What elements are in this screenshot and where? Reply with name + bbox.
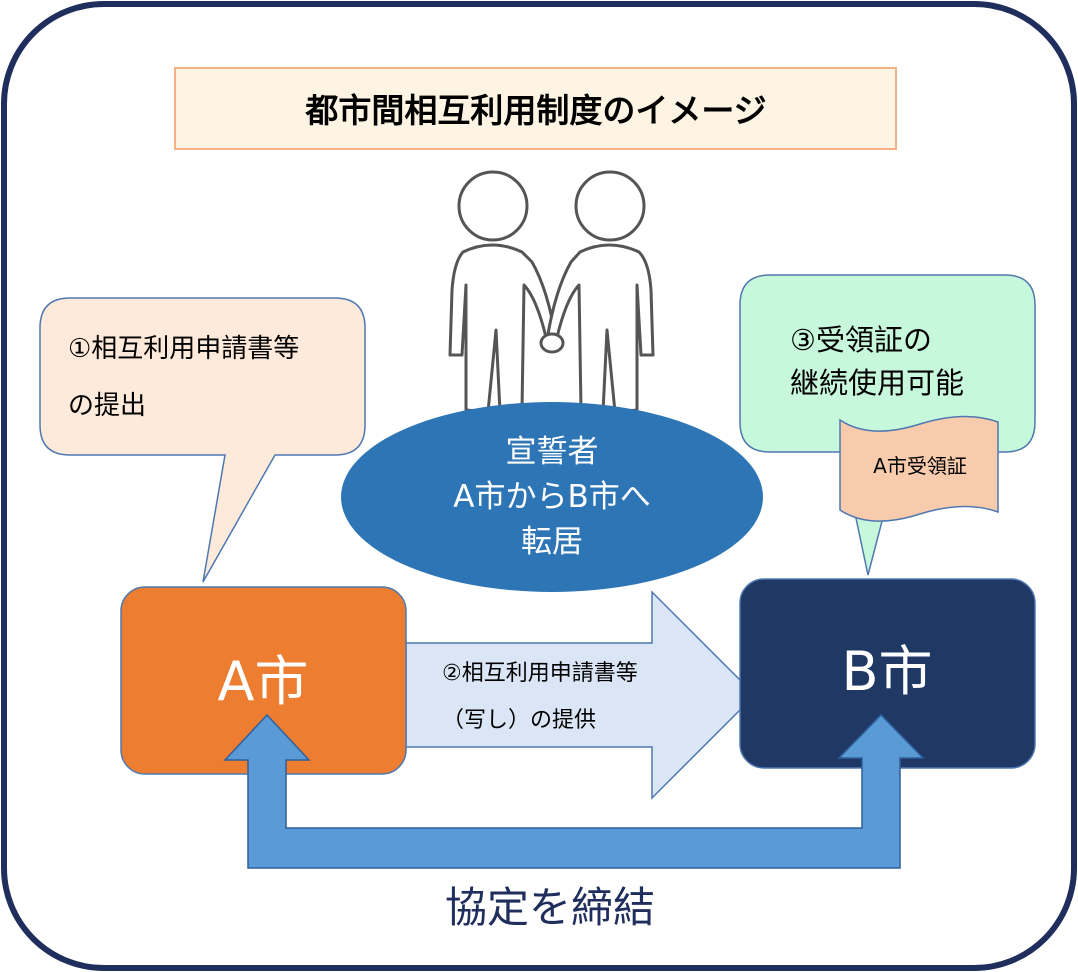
transfer-arrow: [405, 590, 757, 800]
city-a-label: A市: [218, 650, 309, 713]
city-b-label: B市: [841, 640, 932, 703]
title: 都市間相互利用制度のイメージ: [304, 91, 766, 130]
agreement-connector: [223, 713, 925, 869]
agreement-label: 協定を締結: [445, 883, 655, 932]
transfer-arrow-line2: （写し）の提供: [442, 708, 596, 733]
bubble-left-line2: の提出: [68, 391, 146, 421]
bubble-right-line2: 継続使用可能: [790, 366, 964, 400]
declarant-ellipse: [341, 402, 763, 592]
bubble-left-line1: ①相互利用申請書等: [68, 334, 299, 364]
bubble-right-line1: ③受領証の: [790, 323, 932, 357]
receipt-label: A市受領証: [873, 454, 967, 478]
declarant-line3: 転居: [521, 524, 583, 560]
transfer-arrow-line1: ②相互利用申請書等: [442, 661, 638, 686]
bubble-left-shape: [39, 297, 366, 583]
receipt-document-icon: [839, 415, 999, 522]
declarant-line2: A市からB市へ: [453, 479, 650, 515]
title-box: [174, 67, 897, 150]
declarant-line1: 宣誓者: [506, 434, 599, 470]
